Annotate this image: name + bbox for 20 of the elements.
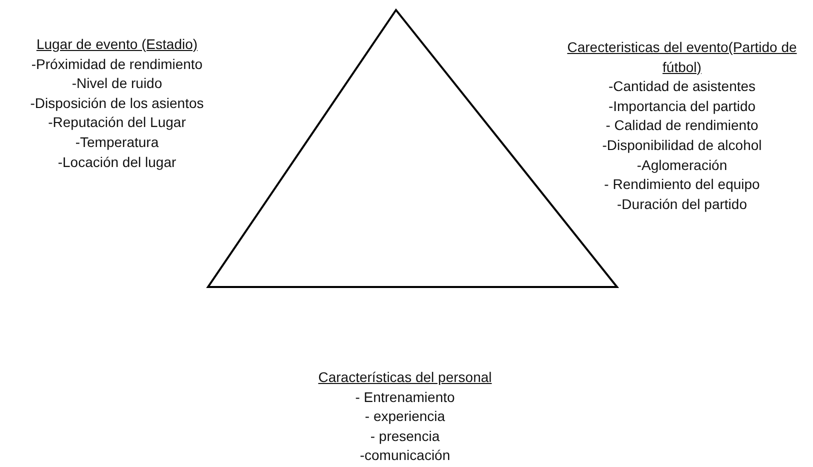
list-item: -Disposición de los asientos bbox=[30, 94, 204, 113]
heading: Lugar de evento (Estadio) bbox=[36, 35, 198, 54]
list-item: -Próximidad de rendimiento bbox=[31, 54, 203, 74]
list-item: -Duración del partido bbox=[617, 194, 747, 214]
list-item: - Calidad de rendimiento bbox=[606, 116, 758, 136]
list-item: -Cantidad de asistentes bbox=[608, 77, 756, 96]
list-item: - experiencia bbox=[364, 407, 446, 426]
list-item: -Locación del lugar bbox=[58, 152, 176, 172]
list-item: -Temperatura bbox=[75, 132, 159, 152]
list-item: -Disponibilidad de alcohol bbox=[602, 136, 762, 155]
list-item: - Rendimiento del equipo bbox=[604, 175, 760, 194]
list-item: -Aglomeración bbox=[636, 156, 728, 175]
list-item: -Reputación del Lugar bbox=[48, 113, 186, 132]
list-item: - Entrenamiento bbox=[355, 388, 455, 407]
list-item: -Nivel de ruido bbox=[72, 74, 162, 94]
list-item: - presencia bbox=[370, 426, 440, 446]
list-item: -Importancia del partido bbox=[608, 96, 756, 116]
list-item: -comunicación bbox=[360, 446, 450, 466]
heading: Carecteristicas del evento(Partido de fútbol) bbox=[566, 38, 798, 77]
heading: Características del personal bbox=[318, 368, 492, 387]
